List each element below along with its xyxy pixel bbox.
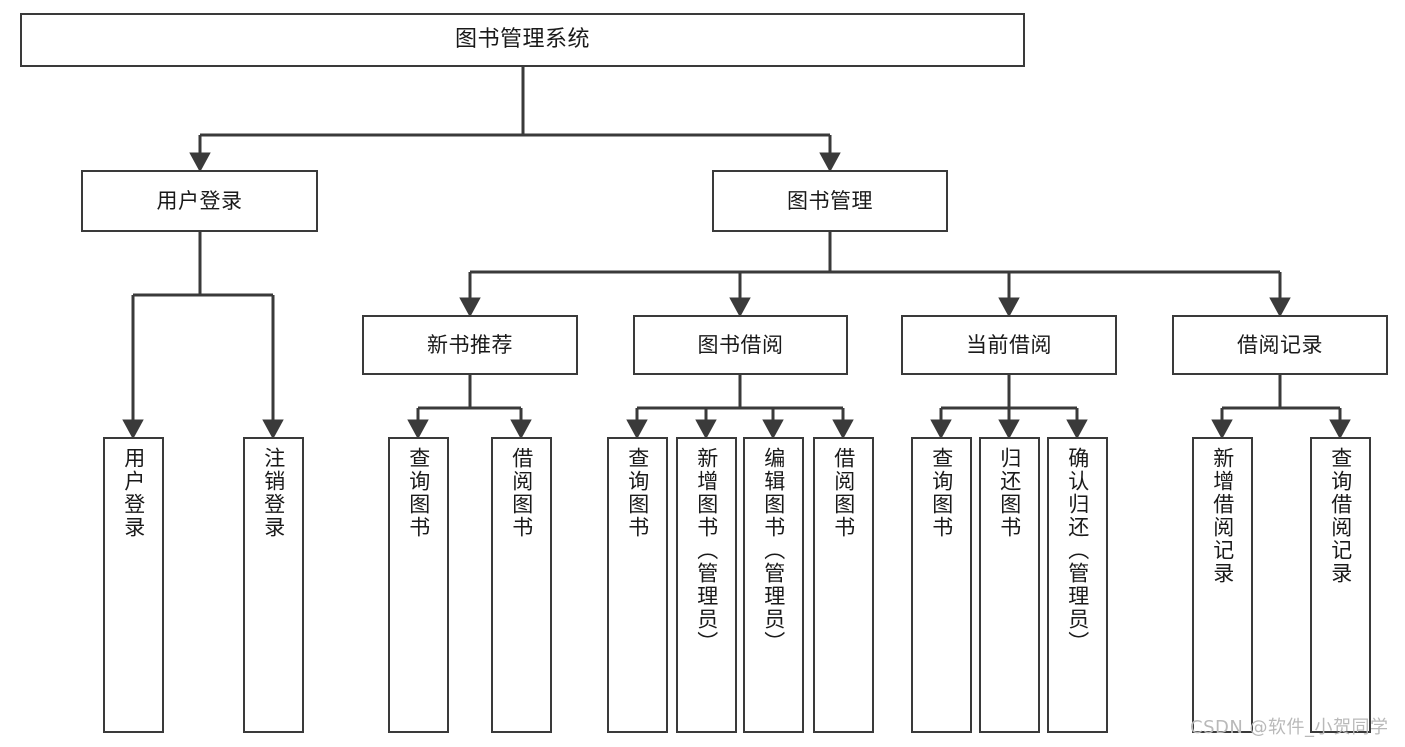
node-label: 图书管理 <box>787 188 873 213</box>
node-label: 确认归还（管理员） <box>1065 447 1090 654</box>
node-leaf-query-book-recommend[interactable]: 查询图书 <box>388 437 449 733</box>
node-label: 借阅记录 <box>1237 332 1323 357</box>
node-borrow-record[interactable]: 借阅记录 <box>1172 315 1388 375</box>
node-label: 编辑图书（管理员） <box>761 447 786 654</box>
node-label: 查询图书 <box>625 447 650 539</box>
node-leaf-return-book[interactable]: 归还图书 <box>979 437 1040 733</box>
node-label: 新书推荐 <box>427 332 513 357</box>
node-book-management[interactable]: 图书管理 <box>712 170 948 232</box>
node-label: 注销登录 <box>261 447 286 539</box>
node-label: 当前借阅 <box>966 332 1052 357</box>
node-leaf-add-borrow-record[interactable]: 新增借阅记录 <box>1192 437 1253 733</box>
node-leaf-borrow-book[interactable]: 借阅图书 <box>813 437 874 733</box>
node-label: 查询图书 <box>406 447 431 539</box>
node-leaf-query-book-borrow[interactable]: 查询图书 <box>607 437 668 733</box>
node-new-book-recommend[interactable]: 新书推荐 <box>362 315 578 375</box>
node-leaf-query-borrow-record[interactable]: 查询借阅记录 <box>1310 437 1371 733</box>
node-label: 归还图书 <box>997 447 1022 539</box>
watermark-text: CSDN @软件_小贺同学 <box>1190 717 1389 738</box>
node-label: 新增图书（管理员） <box>694 447 719 654</box>
node-leaf-query-book-current[interactable]: 查询图书 <box>911 437 972 733</box>
node-leaf-edit-book[interactable]: 编辑图书（管理员） <box>743 437 804 733</box>
node-label: 查询图书 <box>929 447 954 539</box>
node-book-borrow[interactable]: 图书借阅 <box>633 315 848 375</box>
node-label: 图书借阅 <box>697 332 784 357</box>
node-label: 用户登录 <box>121 447 146 539</box>
node-label: 借阅图书 <box>509 447 534 539</box>
node-label: 查询借阅记录 <box>1328 447 1353 585</box>
node-leaf-confirm-return[interactable]: 确认归还（管理员） <box>1047 437 1108 733</box>
node-user-login[interactable]: 用户登录 <box>81 170 318 232</box>
node-leaf-logout-login[interactable]: 注销登录 <box>243 437 304 733</box>
node-leaf-add-book[interactable]: 新增图书（管理员） <box>676 437 737 733</box>
node-label: 借阅图书 <box>831 447 856 539</box>
node-label: 新增借阅记录 <box>1210 447 1235 585</box>
node-leaf-borrow-book-recommend[interactable]: 借阅图书 <box>491 437 552 733</box>
node-root-system[interactable]: 图书管理系统 <box>20 13 1025 67</box>
node-label: 图书管理系统 <box>454 27 590 53</box>
node-leaf-user-login[interactable]: 用户登录 <box>103 437 164 733</box>
node-current-borrow[interactable]: 当前借阅 <box>901 315 1117 375</box>
node-label: 用户登录 <box>156 188 243 213</box>
